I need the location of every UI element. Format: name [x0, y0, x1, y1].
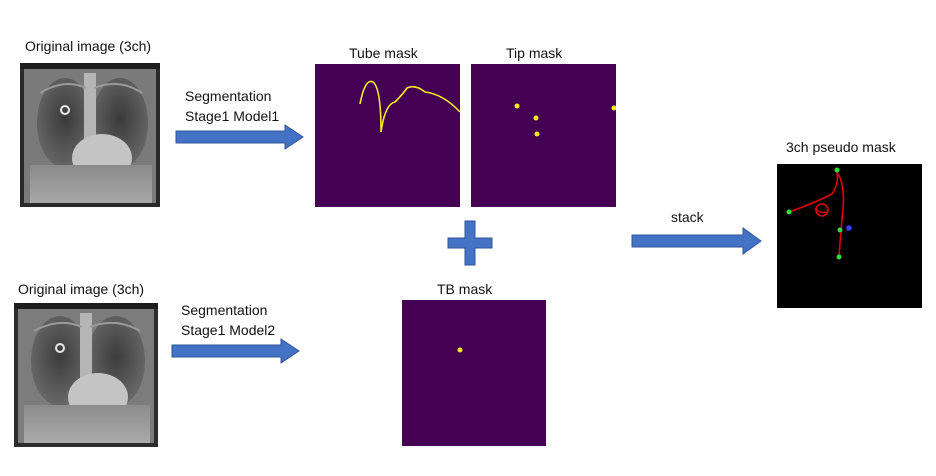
- plus-icon: [446, 219, 494, 267]
- tb-mask-label: TB mask: [437, 281, 493, 297]
- bottom-arrow-label-line2: Stage1 Model2: [181, 322, 276, 338]
- pseudo-mask-label: 3ch pseudo mask: [786, 139, 896, 155]
- bottom-xray-image: [14, 303, 158, 447]
- top-arrow-label-line2: Stage1 Model1: [185, 108, 280, 124]
- bottom-input-label: Original image (3ch): [18, 281, 145, 297]
- bottom-right-arrow: [171, 338, 301, 364]
- top-arrow-label-line1: Segmentation: [185, 88, 272, 104]
- tube-mask-label: Tube mask: [349, 45, 418, 61]
- tip-mask-image: [471, 64, 616, 207]
- top-right-arrow: [175, 124, 305, 150]
- bottom-arrow-label: Segmentation Stage1 Model2: [181, 300, 275, 340]
- stack-label: stack: [671, 209, 704, 225]
- pseudo-mask-image: [777, 164, 922, 308]
- tip-mask-label: Tip mask: [506, 45, 563, 61]
- bottom-arrow-label-line1: Segmentation: [181, 302, 268, 318]
- top-input-label: Original image (3ch): [25, 38, 152, 54]
- stack-right-arrow: [631, 227, 763, 255]
- top-xray-image: [20, 63, 160, 207]
- tube-mask-image: [315, 64, 460, 207]
- tb-mask-image: [402, 300, 546, 446]
- top-arrow-label: Segmentation Stage1 Model1: [185, 86, 279, 126]
